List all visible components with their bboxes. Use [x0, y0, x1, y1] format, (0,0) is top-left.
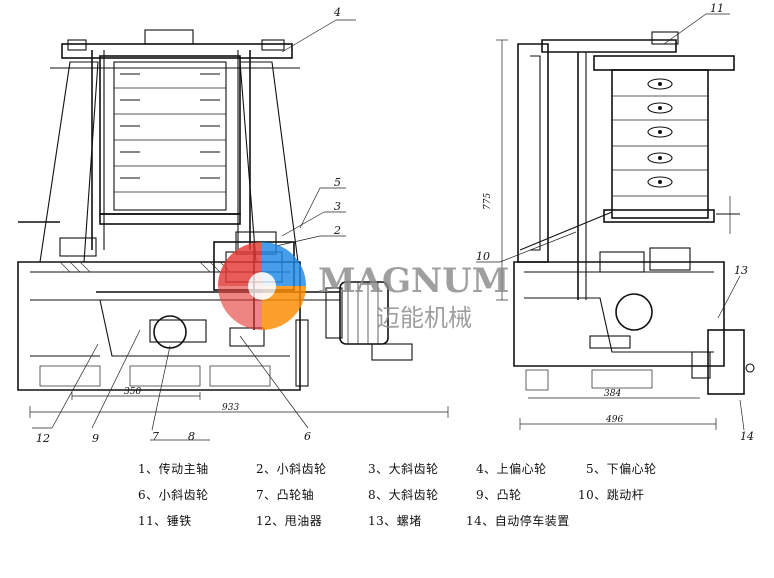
callout-4: 4 [333, 6, 341, 19]
legend-item: 1、传动主轴 [138, 462, 209, 476]
legend-row-3: 11、锤铁 12、甩油器 13、螺堵 14、自动停车装置 [0, 512, 774, 534]
legend-item: 11、锤铁 [138, 514, 192, 528]
legend-item: 14、自动停车装置 [466, 514, 570, 528]
side-section-view [476, 13, 755, 431]
legend-item: 3、大斜齿轮 [368, 462, 439, 476]
magnum-watermark-logo: MAGNUM 迈能机械 [218, 242, 509, 332]
legend-item: 2、小斜齿轮 [256, 462, 327, 476]
callout-9: 9 [92, 432, 99, 445]
callout-7: 7 [152, 430, 159, 443]
legend-item: 13、螺堵 [368, 514, 422, 528]
auto-stop-device [707, 329, 745, 395]
legend-item: 8、大斜齿轮 [368, 488, 439, 502]
legend-item: 5、下偏心轮 [586, 462, 657, 476]
callout-10: 10 [476, 250, 490, 263]
legend-item: 6、小斜齿轮 [138, 488, 209, 502]
legend-row-2: 6、小斜齿轮 7、凸轮轴 8、大斜齿轮 9、凸轮 10、跳动杆 [0, 486, 774, 508]
legend-item: 10、跳动杆 [578, 488, 645, 502]
callout-5: 5 [334, 176, 341, 189]
legend-row-1: 1、传动主轴 2、小斜齿轮 3、大斜齿轮 4、上偏心轮 5、下偏心轮 [0, 460, 774, 482]
callout-6: 6 [304, 430, 311, 443]
legend-item: 12、甩油器 [256, 514, 323, 528]
callout-3: 3 [334, 200, 341, 213]
dim-350: 350 [124, 387, 141, 397]
dim-933: 933 [222, 403, 239, 413]
motor [339, 281, 389, 345]
callout-2: 2 [333, 224, 341, 237]
callout-8: 8 [188, 430, 195, 443]
callout-14: 14 [740, 430, 754, 443]
watermark-brand: MAGNUM [318, 261, 509, 301]
dim-775: 775 [483, 193, 493, 210]
sieve-stack [611, 69, 709, 219]
technical-drawing: 4 5 3 2 12 9 7 8 6 350 933 [17, 2, 755, 445]
dim-496: 496 [605, 415, 623, 425]
legend-item: 9、凸轮 [476, 488, 522, 502]
callout-11: 11 [710, 2, 724, 15]
callout-12: 12 [36, 432, 50, 445]
front-section-view [17, 19, 449, 441]
callout-13: 13 [734, 264, 748, 277]
legend-item: 7、凸轮轴 [256, 488, 315, 502]
top-knob [144, 29, 194, 45]
dim-384: 384 [604, 389, 621, 399]
legend-item: 4、上偏心轮 [476, 462, 547, 476]
magnum-globe-icon [218, 242, 306, 330]
watermark-tagline: 迈能机械 [376, 304, 472, 332]
